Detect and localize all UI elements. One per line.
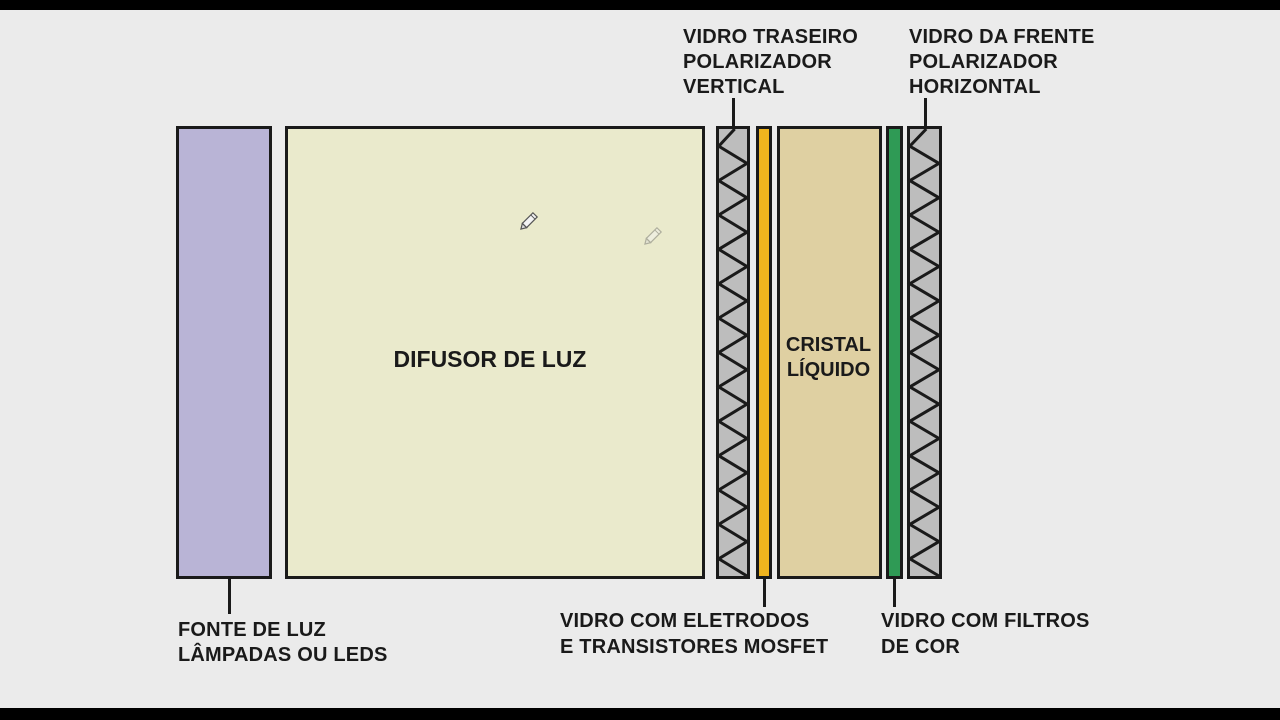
pencil-icon-faded xyxy=(644,226,663,245)
color-filters-callout-line1: VIDRO COM FILTROS xyxy=(881,610,1090,632)
electrodes-callout-line1: VIDRO COM ELETRODOS xyxy=(560,610,810,632)
electrodes-callout-line2: E TRANSISTORES MOSFET xyxy=(560,636,829,658)
front-polarizer-zigzag xyxy=(906,127,942,578)
front-glass-callout-line3: HORIZONTAL xyxy=(909,76,1041,98)
liquid-crystal-label-line2: LÍQUIDO xyxy=(786,359,871,381)
leader-line-light-source xyxy=(228,577,231,614)
light-source-panel xyxy=(176,126,272,579)
leader-line-electrodes xyxy=(763,577,766,607)
liquid-crystal-label-line1: CRISTAL xyxy=(785,334,872,356)
leader-line-color-filters xyxy=(893,577,896,607)
rear-polarizer-zigzag xyxy=(715,127,750,578)
front-glass-callout-line2: POLARIZADOR xyxy=(909,51,1058,73)
rear-glass-callout-line1: VIDRO TRASEIRO xyxy=(683,26,859,48)
front-glass-callout-line1: VIDRO DA FRENTE xyxy=(909,26,1095,48)
light-source-callout-line2: LÂMPADAS OU LEDS xyxy=(178,644,388,666)
leader-line-rear-glass xyxy=(732,98,735,128)
diffuser-label: DIFUSOR DE LUZ xyxy=(393,346,587,372)
rear-glass-callout-line2: POLARIZADOR xyxy=(683,51,832,73)
leader-line-front-glass xyxy=(924,98,927,128)
pencil-icon xyxy=(520,211,539,230)
rear-glass-callout-line3: VERTICAL xyxy=(683,76,785,98)
zigzag-line xyxy=(906,127,942,578)
zigzag-line xyxy=(715,127,750,578)
color-filters-callout-line2: DE COR xyxy=(881,636,960,658)
liquid-crystal-layer xyxy=(777,126,882,579)
electrode-glass-layer xyxy=(756,126,772,579)
color-filter-glass-layer xyxy=(886,126,903,579)
diffuser-panel xyxy=(285,126,705,579)
light-source-callout-line1: FONTE DE LUZ xyxy=(178,619,326,641)
